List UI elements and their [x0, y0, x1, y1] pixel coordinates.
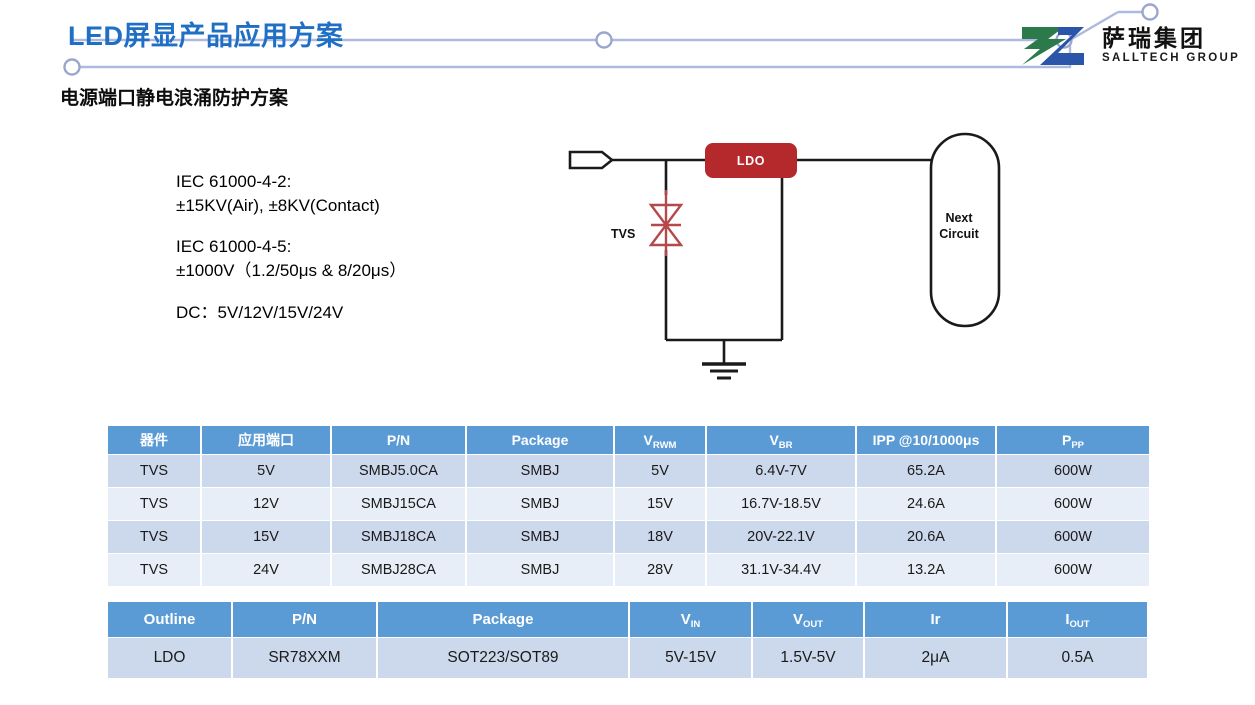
ldo-block: LDO [705, 143, 797, 178]
column-header-2: P/N [332, 426, 465, 454]
table-cell: 6.4V-7V [707, 455, 855, 487]
table-cell: 24.6A [857, 488, 995, 520]
column-header-5: VBR [707, 426, 855, 454]
spec-group-surge: IEC 61000-4-5: ±1000V（1.2/50μs & 8/20μs） [176, 235, 406, 283]
column-header-2: Package [378, 602, 628, 637]
table-cell: SMBJ18CA [332, 521, 465, 553]
table-cell: 15V [615, 488, 705, 520]
table-cell: 0.5A [1008, 638, 1147, 678]
next-circuit-line-1: Next [945, 211, 973, 225]
next-circuit-line-2: Circuit [939, 227, 979, 241]
column-header-0: 器件 [108, 426, 200, 454]
table-cell: 12V [202, 488, 330, 520]
company-logo: 萨瑞集团 SALLTECH GROUP [1014, 20, 1246, 72]
column-header-1: P/N [233, 602, 376, 637]
table-cell: SMBJ [467, 455, 613, 487]
table-cell: 600W [997, 488, 1149, 520]
spec-line: IEC 61000-4-5: [176, 237, 292, 257]
table-cell: SMBJ [467, 488, 613, 520]
table-cell: SMBJ [467, 521, 613, 553]
table-cell: TVS [108, 488, 200, 520]
page-title: LED屏显产品应用方案 [68, 21, 344, 51]
next-circuit-label: Next Circuit [928, 210, 990, 242]
salltech-logo-icon [1022, 27, 1084, 65]
table-cell: TVS [108, 554, 200, 586]
table-cell: 600W [997, 521, 1149, 553]
tvs-label: TVS [611, 227, 636, 241]
spec-line: IEC 61000-4-2: [176, 172, 292, 191]
table-cell: LDO [108, 638, 231, 678]
table-cell: TVS [108, 455, 200, 487]
table-cell: TVS [108, 521, 200, 553]
table-cell: 20V-22.1V [707, 521, 855, 553]
logo-en-name: SALLTECH GROUP [1102, 52, 1241, 65]
table-cell: 28V [615, 554, 705, 586]
table-cell: SR78XXM [233, 638, 376, 678]
table-cell: 15V [202, 521, 330, 553]
column-header-3: Package [467, 426, 613, 454]
table-cell: 2μA [865, 638, 1006, 678]
logo-cn-name: 萨瑞集团 [1102, 25, 1206, 52]
column-header-1: 应用端口 [202, 426, 330, 454]
table-cell: 31.1V-34.4V [707, 554, 855, 586]
column-header-6: IOUT [1008, 602, 1147, 637]
spec-line: ±15KV(Air), ±8KV(Contact) [176, 196, 380, 216]
spec-group-dc: DC：5V/12V/15V/24V [176, 301, 406, 325]
column-header-0: Outline [108, 602, 231, 637]
table-cell: 18V [615, 521, 705, 553]
table-cell: 20.6A [857, 521, 995, 553]
table-cell: 5V [615, 455, 705, 487]
column-header-5: Ir [865, 602, 1006, 637]
column-header-4: VRWM [615, 426, 705, 454]
table-cell: 600W [997, 554, 1149, 586]
table-cell: SMBJ [467, 554, 613, 586]
table-cell: SMBJ15CA [332, 488, 465, 520]
column-header-6: IPP @10/1000μs [857, 426, 995, 454]
table-cell: 24V [202, 554, 330, 586]
spec-line: ±1000V（1.2/50μs & 8/20μs） [176, 261, 407, 281]
column-header-4: VOUT [753, 602, 863, 637]
table-cell: 5V [202, 455, 330, 487]
table-cell: 65.2A [857, 455, 995, 487]
column-header-7: PPP [997, 426, 1149, 454]
table-cell: SOT223/SOT89 [378, 638, 628, 678]
table-cell: 1.5V-5V [753, 638, 863, 678]
specification-text: IEC 61000-4-2: ±15KV(Air), ±8KV(Contact)… [176, 170, 406, 325]
table-cell: 600W [997, 455, 1149, 487]
table-cell: 16.7V-18.5V [707, 488, 855, 520]
table-cell: 5V-15V [630, 638, 751, 678]
column-header-3: VIN [630, 602, 751, 637]
table-cell: SMBJ5.0CA [332, 455, 465, 487]
spec-line: DC：5V/12V/15V/24V [176, 302, 344, 322]
table-cell: SMBJ28CA [332, 554, 465, 586]
table-cell: 13.2A [857, 554, 995, 586]
section-title: 电源端口静电浪涌防护方案 [60, 88, 289, 109]
spec-group-esd: IEC 61000-4-2: ±15KV(Air), ±8KV(Contact) [176, 170, 406, 218]
circuit-diagram [568, 132, 1001, 380]
